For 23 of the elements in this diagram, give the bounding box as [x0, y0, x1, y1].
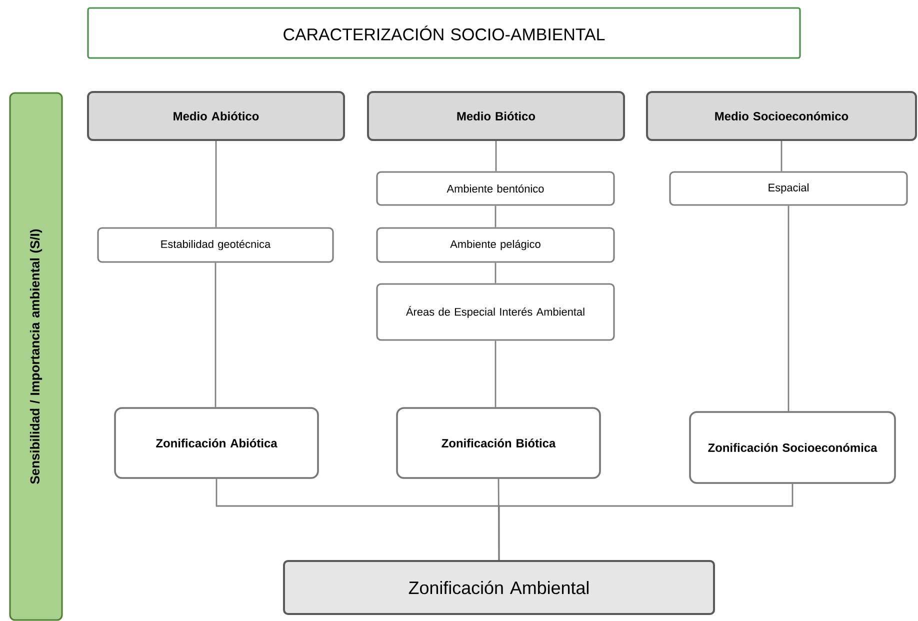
zoning-box: Zonificación Socioeconómica	[689, 411, 896, 484]
title-box: CARACTERIZACIÓN SOCIO-AMBIENTAL	[87, 7, 801, 59]
connector-line	[494, 206, 496, 228]
connector-line	[498, 484, 794, 560]
zoning-box: Zonificación Abiótica	[114, 407, 319, 479]
connector-line	[494, 340, 496, 408]
connector-line	[214, 262, 216, 408]
item-box: Ambiente pelágico	[376, 227, 615, 263]
connector-line	[495, 141, 497, 172]
side-bar: Sensibilidad / Importancia ambiental (S/I)	[9, 92, 63, 621]
connector-line	[215, 141, 217, 228]
connector-line	[788, 206, 790, 412]
item-box: Áreas de Especial Interés Ambiental	[376, 283, 615, 341]
result-box: Zonificación Ambiental	[283, 560, 715, 615]
connector-line	[494, 262, 496, 284]
connector-line	[780, 141, 782, 172]
item-box: Espacial	[669, 171, 908, 206]
category-box: Medio Socioeconómico	[646, 91, 917, 141]
item-box: Estabilidad geotécnica	[97, 227, 334, 263]
zoning-box: Zonificación Biótica	[396, 407, 601, 479]
category-box: Medio Abiótico	[87, 91, 345, 141]
category-box: Medio Biótico	[367, 91, 625, 141]
item-box: Ambiente bentónico	[376, 171, 615, 206]
